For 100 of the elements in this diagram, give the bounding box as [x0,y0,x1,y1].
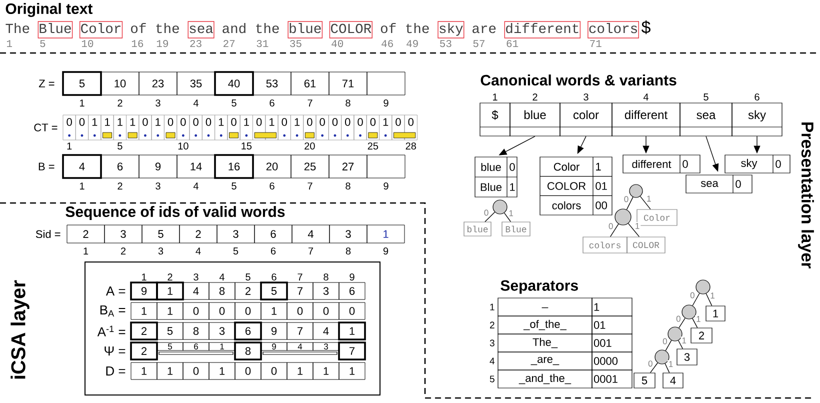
boxed-word: Blue [38,21,73,38]
bit-cell: 1 [88,114,102,140]
position-number: 19 [156,40,168,48]
index-number: 6 [754,93,760,101]
row-label: Sid = [36,230,60,238]
array-cell: 8 [208,282,236,300]
boxed-word: sea [188,21,214,38]
array-cell: 3 [208,322,236,340]
bit-cell: 0 [202,114,216,140]
array-cell: 6 [100,154,140,178]
array-cell: 1 [156,362,184,380]
row-label: Z = [38,80,54,88]
position-number: 61 [506,40,518,48]
array-cell: 4 [286,342,314,351]
index-number: 1 [67,142,72,150]
index-number: 6 [270,182,274,190]
array-cell: 5 [156,342,184,351]
index-number: 20 [304,142,315,150]
bit-cell: 1 [126,114,140,140]
position-number: 1 [6,40,12,47]
position-number: 35 [290,40,302,48]
array-cell: 7 [286,282,314,300]
bit-cell: 0 [341,114,354,140]
array-cell: 4 [182,282,210,300]
index-number: 7 [308,182,312,190]
index-number: 1 [493,94,498,100]
edge-label: 0 [662,337,668,346]
leaf-box: 3 [676,348,698,366]
array-cell: 1 [156,302,184,320]
array-cell: 5 [142,224,180,244]
index-number: 8 [346,247,351,255]
row-label: CT = [34,124,58,132]
variant-table: sky 0 [724,154,790,174]
row-label: D = [106,366,126,376]
index-number: 4 [643,94,648,100]
section-heading: Canonical words & variants [480,74,676,86]
edge-label: 0 [608,222,614,230]
index-number: 1 [142,274,146,280]
table-cell: 001 [592,334,632,352]
variant-table: blue 0 Blue 1 [474,156,518,198]
leaf-box: colors [582,236,628,254]
bit-cell: 0 [278,114,291,140]
tree-branch [610,224,619,238]
array-cell: 0 [234,362,262,380]
word-cell: sea [680,102,732,136]
edge-label: 0 [675,314,682,323]
array-cell: 0 [338,302,366,320]
boxed-word: different [504,21,581,38]
index-number: 7 [308,248,314,254]
index-number: 2 [118,100,122,106]
tree-branch [692,318,698,328]
array-cell: 2 [130,342,158,360]
array-cell: 10 [100,72,140,96]
array-cell: 0 [234,302,262,320]
bit-cell: 1 [214,114,228,140]
index-number: 4 [196,248,201,254]
array-cell: 8 [234,342,262,360]
array-cell: 2 [130,322,158,340]
row-label: B = [38,162,54,170]
bit-cell: 0 [392,114,405,140]
array-cell: 0 [208,302,236,320]
leaf-box: 5 [634,372,656,388]
array-cell: 1 [130,362,158,380]
index-number: 2 [120,248,126,254]
word-cell: color [560,102,612,136]
array-cell: 1 [130,302,158,320]
array-cell: 9 [130,282,158,300]
index-number: 5 [233,248,238,254]
index-number: 1 [80,182,84,190]
position-number: 31 [256,40,268,48]
array-cell: 0 [286,302,314,320]
bit-cell: 1 [240,114,253,140]
index-number: 4 [219,274,224,280]
array-cell: 1 [366,224,405,244]
array-cell: 1 [338,322,366,340]
bit-cell: 0 [303,114,316,140]
bit-cell: 0 [176,114,190,140]
array-cell: 7 [286,322,314,340]
array-cell: 9 [138,154,178,178]
tree-branch [504,212,512,222]
bit-cell: 1 [100,114,114,140]
index-number: 9 [384,99,388,107]
leaf-box: 2 [690,328,712,344]
index-number: 5 [232,100,236,106]
bit-cell: 0 [252,114,266,140]
variant-table: Color 1 COLOR 01 colors 00 [540,156,612,216]
array-cell: 4 [312,322,340,340]
leaf-box: Blue [502,222,530,236]
row-number: 1 [490,304,494,310]
array-cell: 35 [176,72,216,96]
index-number: 7 [298,274,302,280]
edge-label: 0 [647,360,654,368]
boxed-word: COLOR [329,21,372,38]
tree-branch [664,363,670,374]
row-label: A$^{-1}$ = [97,326,126,336]
table-cell: 0000 [592,352,632,370]
row-number: 2 [490,322,494,328]
position-number: 49 [406,40,418,48]
leaf-box: Color [636,209,678,226]
bit-cell: 0 [328,114,342,140]
